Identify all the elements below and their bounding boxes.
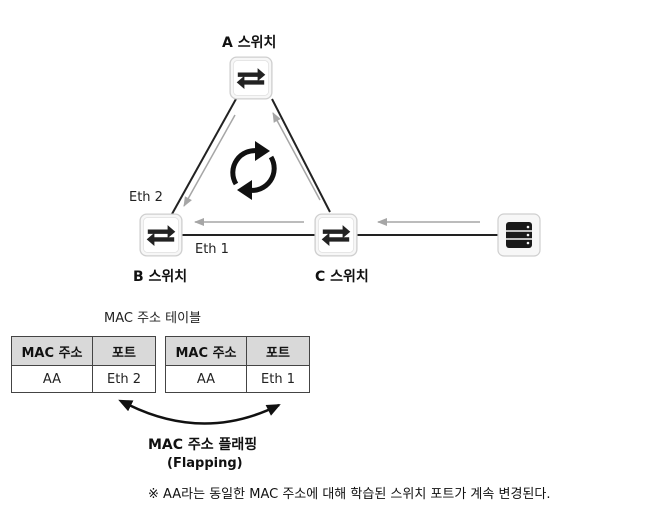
port-eth2-label: Eth 2 (129, 190, 163, 205)
switch-icon-a (229, 56, 273, 100)
mac-table-title: MAC 주소 테이블 (104, 311, 202, 326)
switch-icon-c (314, 213, 358, 257)
link-a-c (271, 98, 331, 213)
port-eth1-label: Eth 1 (195, 242, 229, 257)
port-header: 포트 (92, 336, 156, 366)
loop-arrows-icon (230, 141, 277, 200)
server-icon (497, 213, 541, 257)
mac-cell: AA (11, 365, 93, 393)
switch-c-label: C 스위치 (315, 269, 369, 285)
switch-a-label: A 스위치 (222, 35, 277, 51)
footnote: ※ AA라는 동일한 MAC 주소에 대해 학습된 스위치 포트가 계속 변경된… (148, 487, 551, 502)
port-header: 포트 (246, 336, 310, 366)
mac-table-b: MAC 주소 포트 AA Eth 2 (11, 336, 156, 393)
switch-icon-b (139, 213, 183, 257)
mac-table-c: MAC 주소 포트 AA Eth 1 (165, 336, 310, 393)
port-cell: Eth 2 (92, 365, 156, 393)
link-a-b (171, 98, 237, 215)
mac-cell: AA (165, 365, 247, 393)
switch-b-label: B 스위치 (133, 269, 188, 285)
flow-arrow-c-to-a (272, 112, 321, 201)
port-cell: Eth 1 (246, 365, 310, 393)
mac-header: MAC 주소 (11, 336, 93, 366)
flow-arrow-a-to-b (183, 114, 236, 207)
flapping-title: MAC 주소 플래핑 (148, 437, 258, 453)
mac-header: MAC 주소 (165, 336, 247, 366)
flapping-subtitle: (Flapping) (167, 456, 243, 471)
double-arrow-icon (118, 399, 281, 425)
